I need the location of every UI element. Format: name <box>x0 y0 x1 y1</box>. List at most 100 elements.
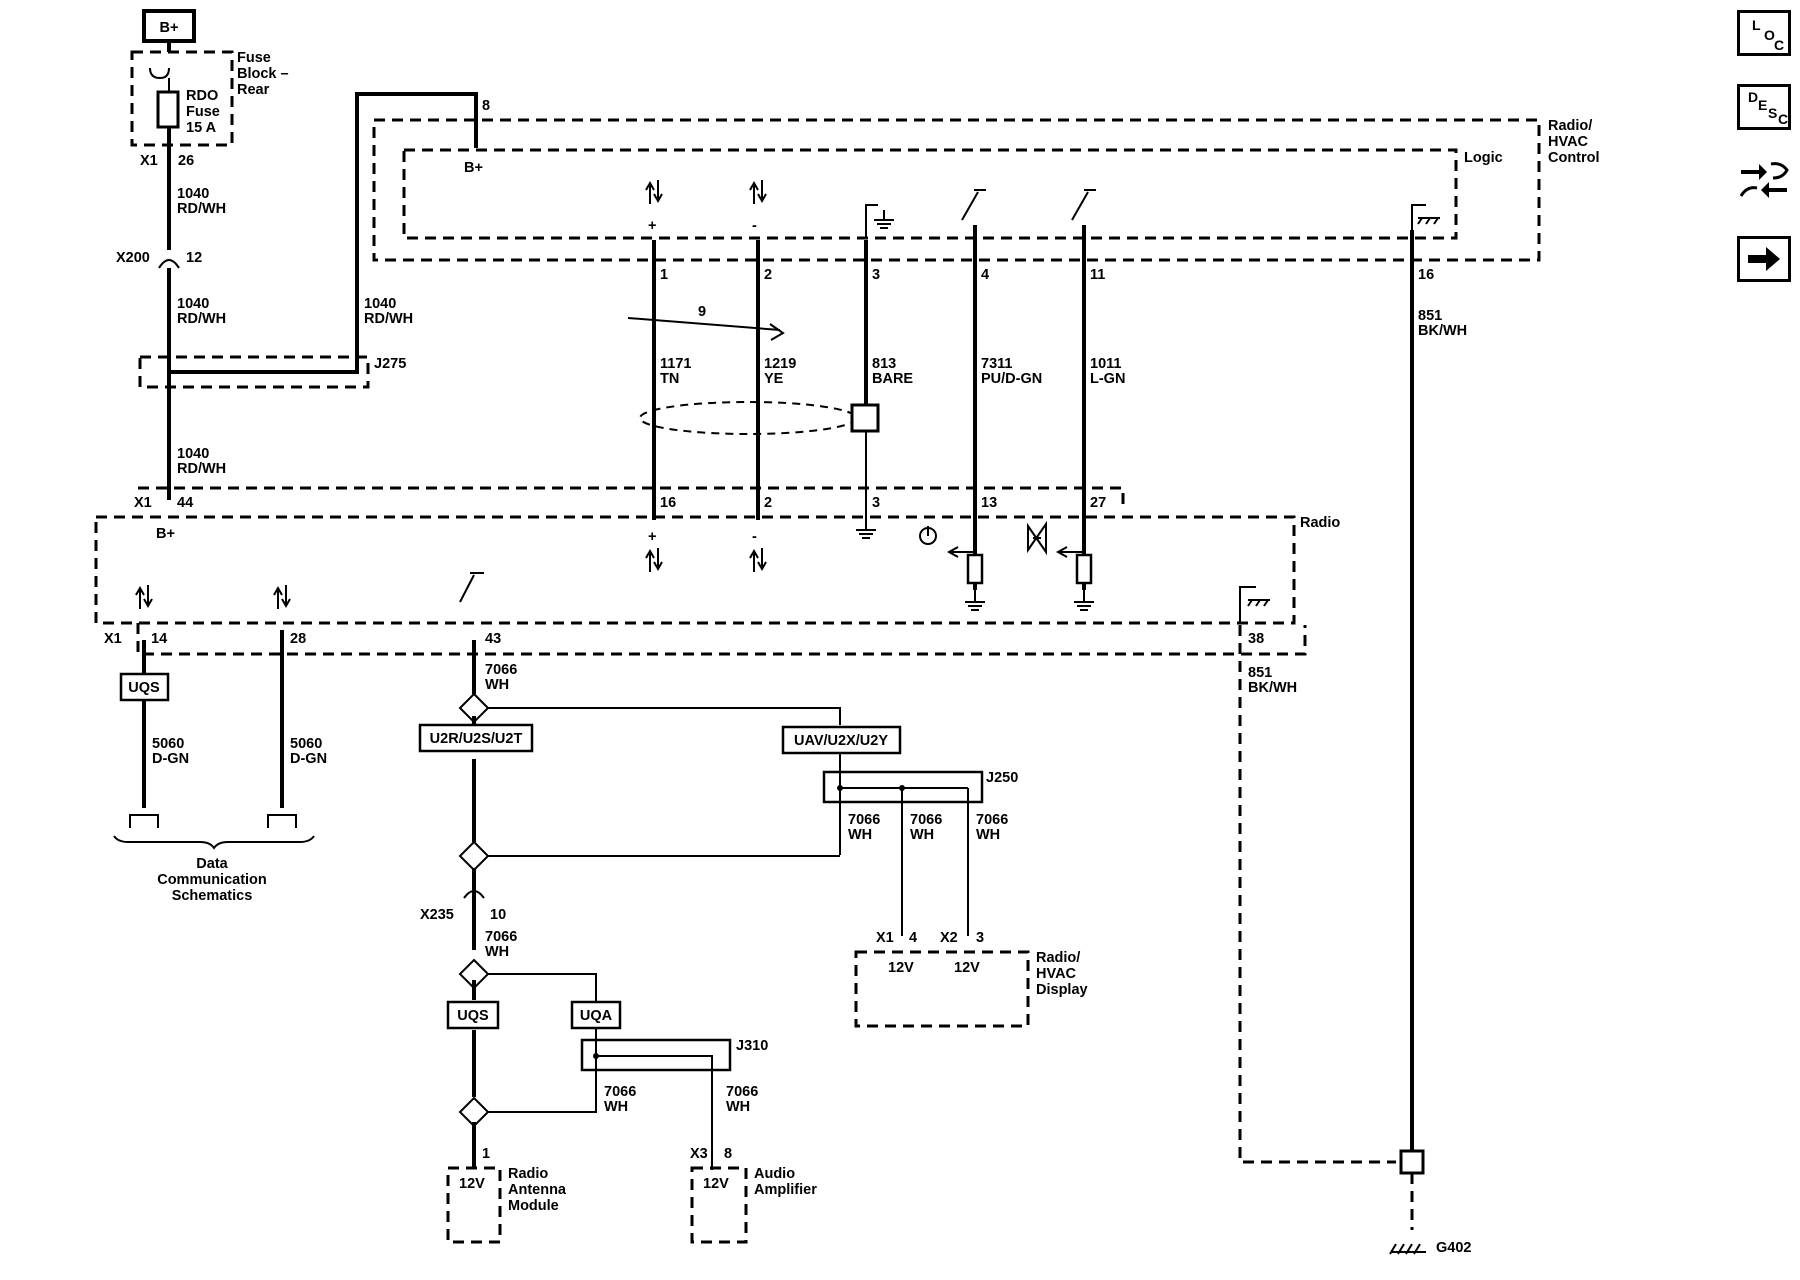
schematic-label: Schematics <box>172 888 253 904</box>
schematic-label: X1 <box>140 153 158 169</box>
schematic-line <box>135 584 153 610</box>
schematic-label: Audio <box>754 1166 795 1182</box>
input-arrow <box>1055 522 1085 558</box>
audio-amplifier <box>690 1166 748 1244</box>
nav-button-letter: S <box>1768 105 1778 121</box>
schematic-label: WH <box>485 944 509 960</box>
schematic-label: WH <box>604 1099 628 1115</box>
schematic-label: HVAC <box>1548 134 1589 150</box>
schematic-label: Radio <box>508 1166 548 1182</box>
schematic-label: 11 <box>1090 267 1105 283</box>
schematic-label: L-GN <box>1090 371 1125 387</box>
nav-button-letter: L <box>1752 17 1761 33</box>
schematic-label: BK/WH <box>1248 680 1297 696</box>
schematic-label: 44 <box>177 495 193 511</box>
schematic-label: Antenna <box>508 1182 567 1198</box>
switch-icon <box>459 572 484 603</box>
schematic-label: 813 <box>872 356 896 372</box>
schematic-label: Amplifier <box>754 1182 817 1198</box>
schematic-label: 5060 <box>152 736 184 752</box>
schematic-label: 851 <box>1248 665 1272 681</box>
schematic-label: 12V <box>888 960 914 976</box>
schematic-label: D-GN <box>290 751 327 767</box>
data-bus-bracket <box>113 835 315 850</box>
ground-icon <box>1239 586 1270 623</box>
schematic-label: 15 A <box>186 120 217 136</box>
schematic-label: 13 <box>981 495 997 511</box>
schematic-label: Fuse <box>186 104 220 120</box>
schematic-line <box>966 553 984 585</box>
schematic-label: 7066 <box>485 929 517 945</box>
schematic-label: 1 <box>660 267 668 283</box>
schematic-label: D-GN <box>152 751 189 767</box>
schematic-line <box>488 707 841 725</box>
option-uqs-antenna <box>446 1000 500 1030</box>
splice-diamond-icon <box>458 958 597 1002</box>
schematic-label: G402 <box>1436 1240 1471 1256</box>
schematic-label: 1171 <box>660 356 691 372</box>
schematic-label: X3 <box>690 1146 708 1162</box>
schematic-label: + <box>648 218 656 234</box>
schematic-label: 16 <box>660 495 676 511</box>
schematic-label: + <box>648 529 656 545</box>
schematic-label: RDO <box>186 88 218 104</box>
schematic-label: 27 <box>1090 495 1106 511</box>
x200-connector-icon <box>158 259 180 269</box>
schematic-label: 7066 <box>604 1084 636 1100</box>
g402-ground-icon <box>1389 1243 1426 1255</box>
radio-module <box>94 515 1296 625</box>
schematic-label: 8 <box>482 98 490 114</box>
option-uav-u2x-u2y <box>781 725 902 755</box>
schematic-label: 12V <box>954 960 980 976</box>
schematic-line <box>645 179 663 205</box>
schematic-label: 4 <box>981 267 989 283</box>
schematic-label: 16 <box>1418 267 1434 283</box>
schematic-label: B+ <box>160 20 179 36</box>
nav-button-letter: C <box>1778 111 1789 127</box>
wire-851-radio <box>1238 625 1396 1164</box>
schematic-label: 8 <box>724 1146 732 1162</box>
schematic-label: WH <box>910 827 934 843</box>
schematic-label: 4 <box>909 930 917 946</box>
schematic-label: 7066 <box>848 812 880 828</box>
schematic-label: - <box>752 529 757 545</box>
location-view-button[interactable]: L O C <box>1737 10 1791 56</box>
fuse-block-rear <box>130 50 234 147</box>
schematic-label: Rear <box>237 82 270 98</box>
component-view-button[interactable] <box>1737 158 1791 204</box>
wire-1040-to-logic <box>169 92 478 374</box>
schematic-line <box>273 584 291 610</box>
splice-diamond-icon <box>458 692 490 724</box>
schematic-label: B+ <box>464 160 483 176</box>
schematic-label: 5060 <box>290 736 322 752</box>
switch-icon <box>1071 189 1096 221</box>
schematic-label: Control <box>1548 150 1600 166</box>
schematic-label: WH <box>976 827 1000 843</box>
schematic-label: UAV/U2X/U2Y <box>794 733 888 749</box>
radio-hvac-control-module <box>372 118 1541 262</box>
schematic-line <box>855 519 877 539</box>
schematic-label: 7066 <box>726 1084 758 1100</box>
schematic-label: 2 <box>764 267 772 283</box>
schematic-label: TN <box>660 371 679 387</box>
logic-block <box>402 148 1458 240</box>
schematic-label: Logic <box>1464 150 1503 166</box>
schematic-line <box>645 547 663 573</box>
schematic-label: Fuse <box>237 50 271 66</box>
schematic-label: 9 <box>698 304 706 320</box>
schematic-label: PU/D-GN <box>981 371 1042 387</box>
schematic-line <box>593 1053 599 1059</box>
next-page-button[interactable] <box>1737 236 1791 282</box>
schematic-label: RD/WH <box>364 311 413 327</box>
schematic-label: 28 <box>290 631 306 647</box>
schematic-label: RD/WH <box>177 461 226 477</box>
schematic-label: X200 <box>116 250 150 266</box>
schematic-label: 7066 <box>485 662 517 678</box>
schematic-label: X1 <box>876 930 894 946</box>
schematic-label: 3 <box>872 495 880 511</box>
schematic-label: Radio/ <box>1548 118 1592 134</box>
schematic-label: - <box>752 218 757 234</box>
next-arrow-icon <box>1748 247 1780 271</box>
schematic-label: BK/WH <box>1418 323 1467 339</box>
description-view-button[interactable]: D E S C <box>1737 84 1791 130</box>
